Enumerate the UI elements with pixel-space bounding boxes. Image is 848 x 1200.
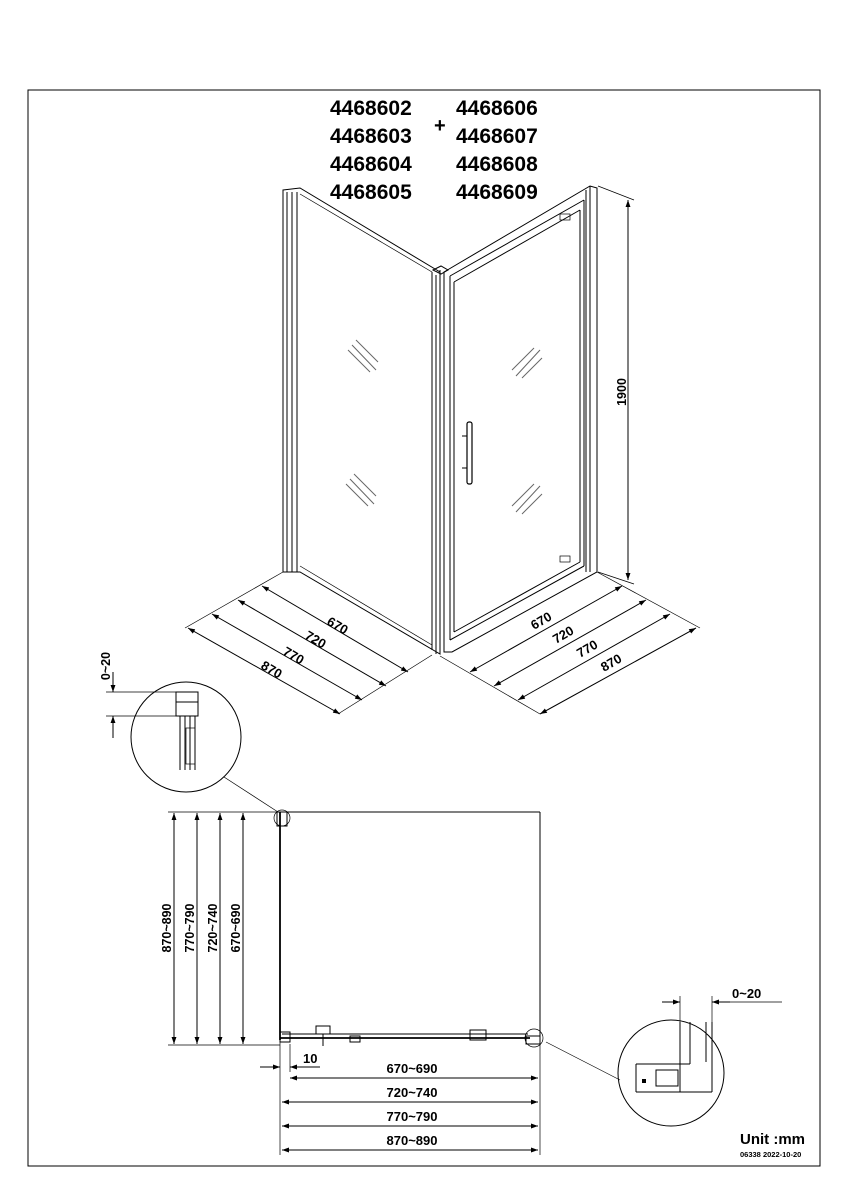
glass-reflection-marks <box>345 339 543 515</box>
dim-right-2: 720 <box>550 623 576 647</box>
dim-horiz-1: 670~690 <box>387 1061 438 1076</box>
dim-left-3: 770 <box>281 644 307 668</box>
code-right-2: 4468607 <box>456 125 538 148</box>
corner-post <box>431 265 450 654</box>
dim-horiz-4: 870~890 <box>387 1133 438 1148</box>
code-left-4: 4468605 <box>330 181 412 204</box>
dim-horiz-2: 720~740 <box>387 1085 438 1100</box>
dim-right-3: 770 <box>574 637 600 661</box>
right-detail: 0~20 <box>545 986 782 1127</box>
dim-right-1: 670 <box>528 609 554 633</box>
isometric-view: 1900 670 720 770 870 670 720 770 870 <box>184 185 701 715</box>
door-panel <box>443 185 598 653</box>
left-depth-dimensions: 670 720 770 870 <box>184 571 433 715</box>
code-right-1: 4468606 <box>456 97 538 120</box>
top-detail: 0~20 <box>99 652 279 813</box>
dim-height: 1900 <box>615 378 629 406</box>
dim-left-2: 720 <box>303 628 329 652</box>
code-right-4: 4468609 <box>456 181 538 204</box>
code-left-2: 4468603 <box>330 125 412 148</box>
unit-label: Unit :mm <box>740 1131 805 1148</box>
drawing-ref: 06338 2022-10-20 <box>740 1150 801 1159</box>
right-depth-dimensions: 670 720 770 870 <box>439 571 701 715</box>
code-left-3: 4468604 <box>330 153 412 176</box>
dim-offset: 10 <box>303 1051 317 1066</box>
door-handle <box>462 421 473 485</box>
right-detail-profile <box>635 1022 713 1093</box>
drawing-frame <box>27 89 821 1167</box>
product-codes: 4468602 4468603 4468604 4468605 + 446860… <box>330 97 538 204</box>
code-left-1: 4468602 <box>330 97 412 120</box>
dim-left-4: 870 <box>259 658 285 682</box>
plus-sign: + <box>434 115 446 137</box>
dim-left-1: 670 <box>325 614 351 638</box>
dim-top-gap: 0~20 <box>99 652 113 680</box>
dim-vert-4: 670~690 <box>229 903 243 952</box>
code-right-3: 4468608 <box>456 153 538 176</box>
dim-right-4: 870 <box>598 651 624 675</box>
top-detail-profile <box>175 691 199 770</box>
dim-right-gap: 0~20 <box>732 986 761 1001</box>
plan-view: 870~890 770~790 720~740 670~690 10 670~6… <box>160 809 544 1155</box>
dim-vert-2: 770~790 <box>183 903 197 952</box>
dim-vert-3: 720~740 <box>206 903 220 952</box>
side-panel <box>282 187 441 655</box>
height-dimension: 1900 <box>597 185 635 585</box>
dim-vert-1: 870~890 <box>160 903 174 952</box>
dim-horiz-3: 770~790 <box>387 1109 438 1124</box>
